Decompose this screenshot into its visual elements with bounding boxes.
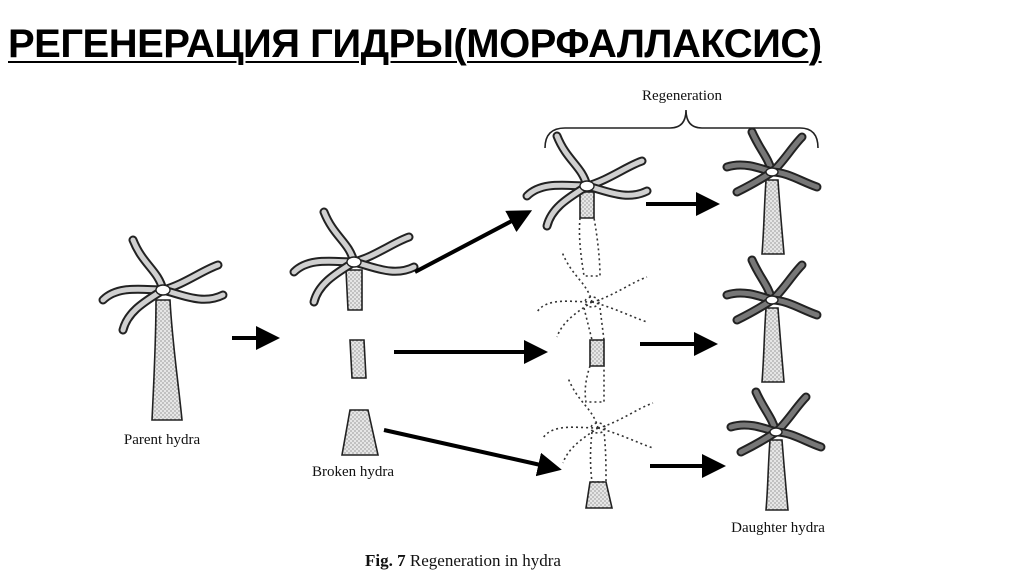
broken-hydra-middle-piece: [349, 339, 367, 379]
regenerating-hydra-bottom: [542, 377, 654, 509]
regenerating-hydra-top: [527, 136, 647, 277]
broken-hydra-base-piece: [341, 409, 379, 456]
daughter-hydra-label: Daughter hydra: [731, 520, 825, 536]
arrow-head-to-regen: [414, 210, 533, 274]
figure-caption-text: Regeneration in hydra: [410, 551, 562, 570]
parent-hydra-label: Parent hydra: [124, 432, 201, 448]
arrow-base-to-regen: [383, 428, 562, 477]
broken-hydra-head-piece: [294, 212, 414, 311]
parent-hydra: [103, 240, 223, 421]
daughter-hydra-middle: [727, 260, 817, 383]
figure-number: Fig. 7: [365, 551, 406, 570]
daughter-hydra-top: [727, 132, 817, 255]
regeneration-label: Regeneration: [642, 88, 722, 104]
slide-title: РЕГЕНЕРАЦИЯ ГИДРЫ(МОРФАЛЛАКСИС): [8, 22, 822, 66]
figure-caption: Fig. 7 Regeneration in hydra: [365, 551, 561, 570]
broken-hydra-label: Broken hydra: [312, 464, 394, 480]
regenerating-hydra-middle: [536, 251, 648, 403]
daughter-hydra-bottom: [731, 392, 821, 511]
regeneration-brace: [544, 109, 819, 149]
